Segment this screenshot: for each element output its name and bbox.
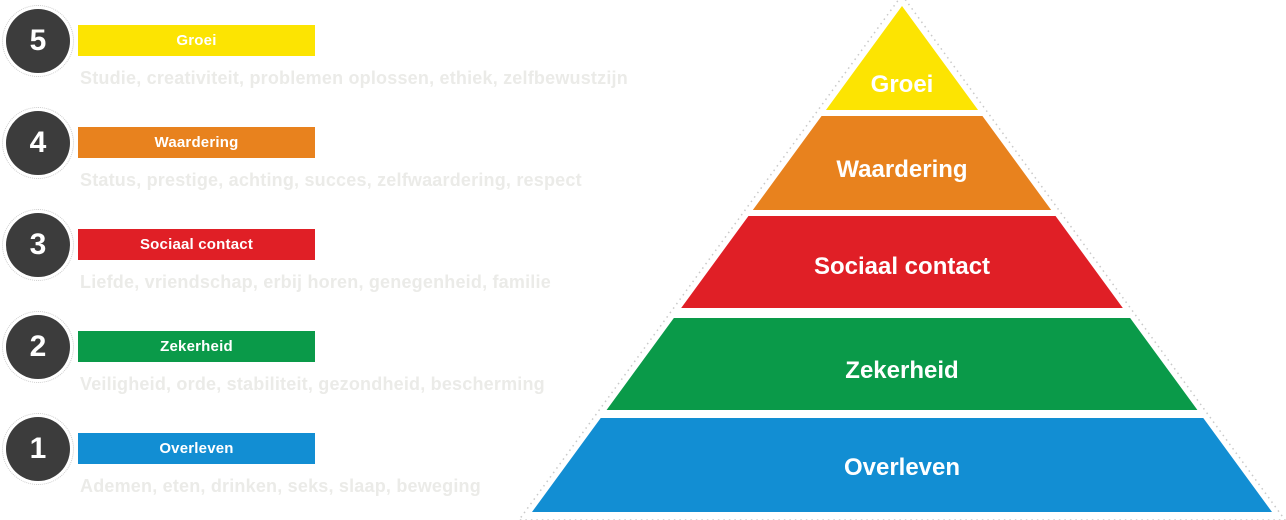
pyramid-level-label: Zekerheid xyxy=(845,357,958,384)
pyramid-level-groei xyxy=(825,6,979,110)
level-bar-label: Waardering xyxy=(154,134,239,151)
level-number: 1 xyxy=(29,432,47,465)
level-number-ring: 1 xyxy=(2,413,74,485)
level-row-waardering: 4 Waardering Status, prestige, achting, … xyxy=(0,107,680,208)
level-number-ring: 5 xyxy=(2,5,74,77)
level-row-groei: 5 Groei Studie, creativiteit, problemen … xyxy=(0,5,680,106)
level-number-ring: 3 xyxy=(2,209,74,281)
level-number: 2 xyxy=(29,330,47,363)
levels-list: 5 Groei Studie, creativiteit, problemen … xyxy=(0,5,680,514)
pyramid-level-waardering xyxy=(752,116,1052,210)
level-description: Liefde, vriendschap, erbij horen, genege… xyxy=(80,272,551,292)
level-description: Ademen, eten, drinken, seks, slaap, bewe… xyxy=(80,476,481,496)
level-bar-overleven: Overleven xyxy=(78,433,315,464)
pyramid-level-sociaal-contact xyxy=(681,216,1123,308)
level-number: 3 xyxy=(29,228,47,261)
level-number: 5 xyxy=(29,24,47,57)
level-bar-zekerheid: Zekerheid xyxy=(78,331,315,362)
pyramid-level-label: Overleven xyxy=(844,454,960,481)
pyramid-level-label: Waardering xyxy=(836,156,967,183)
pyramid-dotted-outline xyxy=(518,0,1286,520)
pyramid-level-label: Sociaal contact xyxy=(814,253,990,280)
level-number-badge: 3 xyxy=(6,213,70,277)
level-description: Veiligheid, orde, stabiliteit, gezondhei… xyxy=(80,374,545,394)
level-row-zekerheid: 2 Zekerheid Veiligheid, orde, stabilitei… xyxy=(0,311,680,412)
pyramid-level-overleven xyxy=(532,418,1272,512)
pyramid-level-label: Groei xyxy=(871,71,934,98)
level-description: Status, prestige, achting, succes, zelfw… xyxy=(80,170,582,190)
level-number: 4 xyxy=(29,126,47,159)
level-number-badge: 4 xyxy=(6,111,70,175)
level-bar-label: Sociaal contact xyxy=(139,236,254,253)
level-description: Studie, creativiteit, problemen oplossen… xyxy=(80,68,628,88)
level-row-overleven: 1 Overleven Ademen, eten, drinken, seks,… xyxy=(0,413,680,514)
pyramid-level-zekerheid xyxy=(606,318,1198,410)
level-bar-waardering: Waardering xyxy=(78,127,315,158)
level-number-ring: 2 xyxy=(2,311,74,383)
level-number-badge: 2 xyxy=(6,315,70,379)
level-bar-sociaal-contact: Sociaal contact xyxy=(78,229,315,260)
level-number-badge: 5 xyxy=(6,9,70,73)
level-bar-label: Overleven xyxy=(159,440,234,457)
level-row-sociaal-contact: 3 Sociaal contact Liefde, vriendschap, e… xyxy=(0,209,680,310)
level-bar-label: Zekerheid xyxy=(160,338,233,355)
level-bar-groei: Groei xyxy=(78,25,315,56)
level-number-badge: 1 xyxy=(6,417,70,481)
level-bar-label: Groei xyxy=(176,32,217,49)
level-number-ring: 4 xyxy=(2,107,74,179)
